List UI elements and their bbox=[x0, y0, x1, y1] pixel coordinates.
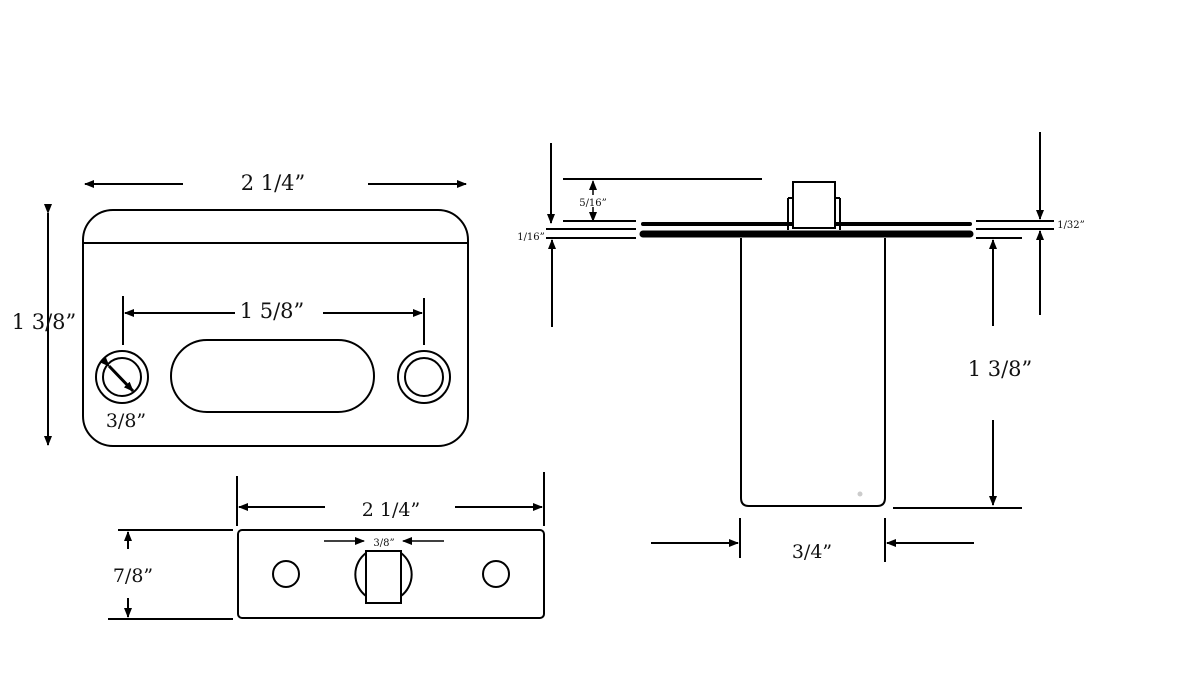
bottom-view bbox=[108, 472, 545, 620]
bottom-latch-round bbox=[354, 552, 413, 597]
front-slot-opening bbox=[170, 339, 375, 413]
hole-diameter-label: 3/8” bbox=[106, 410, 146, 432]
right-thickness-label: 1/32” bbox=[1057, 220, 1085, 231]
side-view bbox=[546, 132, 1054, 562]
body-length-label: 1 3/8” bbox=[968, 357, 1033, 381]
bottom-latch-body bbox=[365, 550, 402, 604]
side-latch-body bbox=[740, 238, 886, 507]
latch-width-label: 3/8” bbox=[373, 538, 394, 549]
front-height-label: 1 3/8” bbox=[12, 310, 77, 334]
front-plate-outline bbox=[82, 209, 469, 447]
right-screw-hole bbox=[397, 350, 451, 404]
left-screw-hole bbox=[95, 350, 149, 404]
front-width-label: 2 1/4” bbox=[241, 171, 306, 195]
side-body-marker bbox=[857, 491, 863, 497]
body-width-label: 3/4” bbox=[792, 541, 832, 563]
bottom-depth-label: 7/8” bbox=[113, 565, 153, 587]
bottom-plate-outline bbox=[237, 529, 545, 619]
side-top-tab bbox=[792, 181, 836, 229]
hole-diameter-arrow bbox=[99, 356, 135, 393]
top-offset-label: 5/16” bbox=[579, 198, 607, 209]
bottom-right-hole bbox=[482, 560, 510, 588]
front-view bbox=[44, 180, 469, 447]
left-thickness-label: 1/16” bbox=[517, 232, 545, 243]
bottom-width-label: 2 1/4” bbox=[362, 499, 420, 521]
hole-spacing-label: 1 5/8” bbox=[240, 299, 305, 323]
bottom-left-hole bbox=[272, 560, 300, 588]
